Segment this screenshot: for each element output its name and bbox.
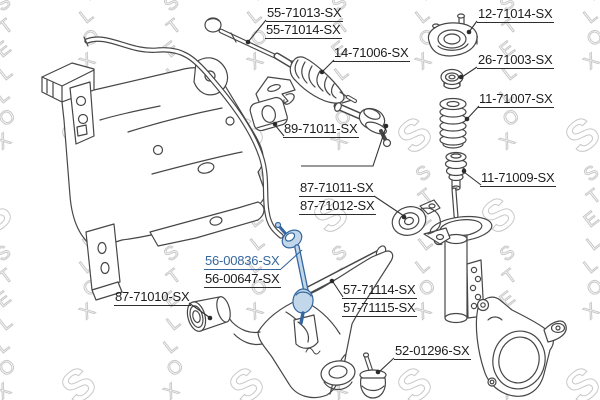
ball-joint	[359, 352, 387, 399]
stabilizer-bushing-clamp	[249, 76, 296, 132]
steering-rack-boot	[289, 56, 357, 104]
part-label-55-71013-SX[interactable]: 55-71013-SX	[266, 5, 344, 22]
part-label-56-00836-SX[interactable]: 56-00836-SX	[204, 253, 282, 270]
part-label-87-71011-SX[interactable]: 87-71011-SX	[299, 180, 376, 197]
part-label-26-71003-SX[interactable]: 26-71003-SX	[477, 52, 555, 69]
bump-stop	[444, 151, 468, 191]
svg-text:L: L	[247, 0, 268, 5]
part-label-11-71007-SX[interactable]: 11-71007-SX	[478, 91, 555, 108]
steering-knuckle	[475, 296, 567, 397]
tie-rod-end	[333, 102, 392, 148]
strut-bearing	[440, 68, 464, 90]
control-arm	[225, 245, 394, 399]
strut-assembly	[429, 187, 493, 324]
part-label-14-71006-SX[interactable]: 14-71006-SX	[333, 45, 411, 62]
strut-dust-boot	[439, 97, 467, 149]
part-label-89-71011-SX[interactable]: 89-71011-SX	[283, 121, 360, 138]
part-label-57-71114-SX[interactable]: 57-71114-SX	[342, 282, 418, 299]
stabilizer-bar	[83, 36, 284, 239]
part-label-52-01296-SX[interactable]: 52-01296-SX	[394, 343, 472, 360]
stabilizer-link-highlighted	[274, 221, 314, 325]
svg-text:L: L	[415, 0, 436, 5]
part-label-56-00647-SX[interactable]: 56-00647-SX	[204, 271, 282, 288]
svg-text:L: L	[79, 0, 100, 5]
control-arm-rear-bushing	[186, 296, 231, 332]
part-label-12-71014-SX[interactable]: 12-71014-SX	[477, 6, 555, 23]
part-label-87-71012-SX[interactable]: 87-71012-SX	[299, 198, 377, 215]
part-label-87-71010-SX[interactable]: 87-71010-SX	[114, 289, 192, 306]
strut-mount	[427, 13, 479, 57]
part-label-11-71009-SX[interactable]: 11-71009-SX	[480, 170, 557, 187]
part-label-55-71014-SX[interactable]: 55-71014-SX	[265, 22, 343, 39]
leader-lines	[188, 19, 482, 375]
part-label-57-71115-SX[interactable]: 57-71115-SX	[342, 300, 418, 317]
